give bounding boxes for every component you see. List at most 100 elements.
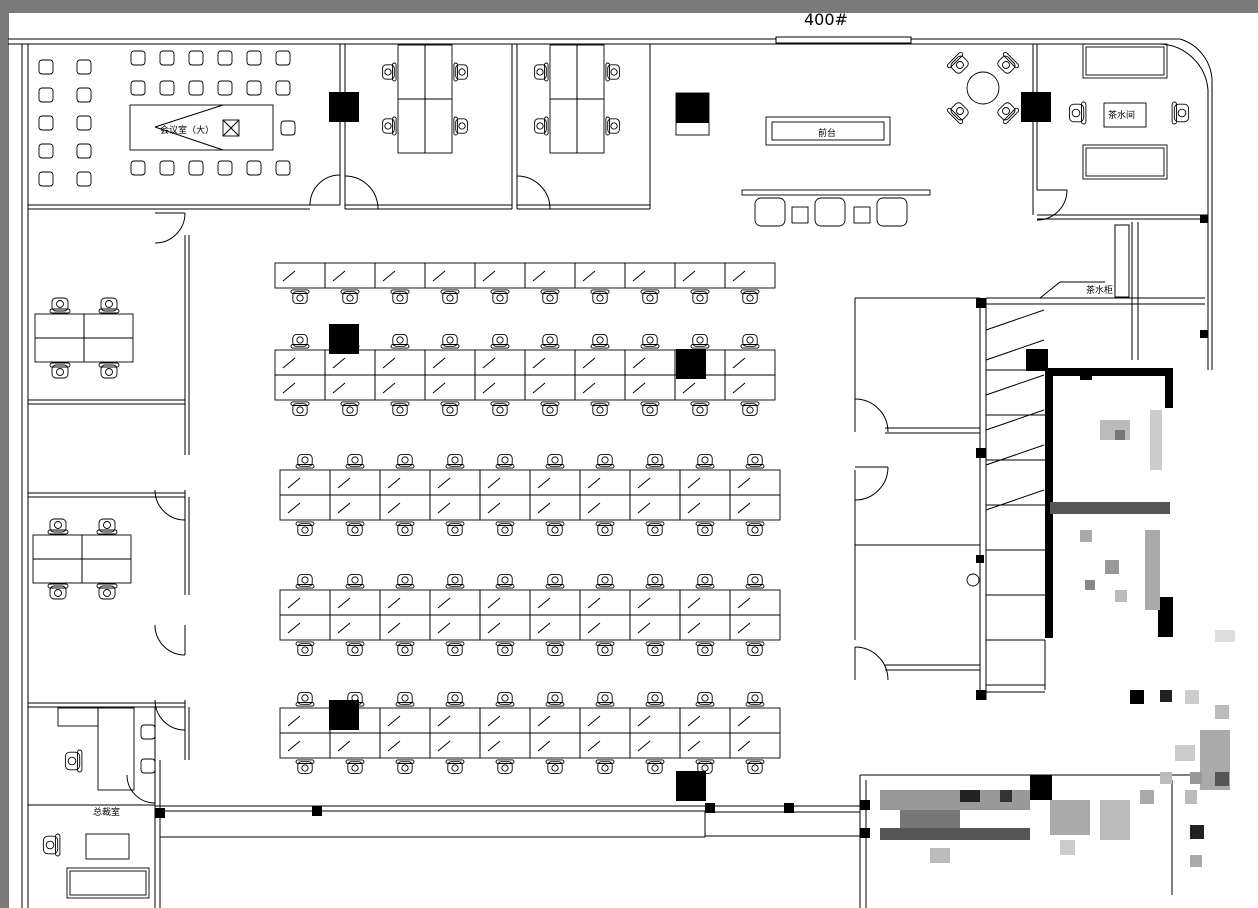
- desk-monitor: [637, 622, 651, 634]
- chair-back: [345, 641, 365, 646]
- chair-hub: [401, 694, 409, 702]
- chair-back: [440, 289, 460, 294]
- chair-seat: [497, 643, 513, 656]
- office-chair-icon: [545, 521, 565, 536]
- desk-monitor: [487, 502, 501, 514]
- chair-icon: [76, 171, 92, 187]
- chair-seat: [297, 643, 313, 656]
- office-chair-icon: [690, 401, 710, 416]
- chair-back: [590, 344, 610, 349]
- chair-icon: [159, 80, 175, 96]
- chair-hub: [446, 406, 454, 414]
- office-chair-icon: [695, 692, 715, 707]
- chair-seat: [442, 291, 458, 304]
- chair-back: [98, 308, 120, 314]
- chair-seat: [547, 454, 563, 467]
- workstation-desk-icon: [529, 732, 581, 759]
- chair-hub: [56, 300, 64, 308]
- chair-seat: [455, 118, 468, 134]
- office-chair-icon: [645, 759, 665, 774]
- workstation-desk-icon: [279, 707, 331, 734]
- chair-back: [345, 464, 365, 469]
- workstation-desk-icon: [679, 494, 731, 521]
- office-chair-icon: [47, 518, 69, 535]
- chair-seat: [342, 291, 358, 304]
- sofa-cushion: [1085, 147, 1165, 177]
- chair-back: [690, 289, 710, 294]
- desk-monitor: [637, 477, 651, 489]
- chair-back: [645, 641, 665, 646]
- desk-monitor: [337, 740, 351, 752]
- chair-icon: [217, 160, 233, 176]
- chair-back: [295, 521, 315, 526]
- chair-seat: [447, 454, 463, 467]
- chair-back: [345, 584, 365, 589]
- office-chair-icon: [745, 454, 765, 469]
- chair-back: [49, 362, 71, 368]
- chair-seat: [950, 102, 969, 121]
- chair-hub: [546, 406, 554, 414]
- chair-icon: [188, 160, 204, 176]
- workstation-row: [279, 454, 781, 536]
- office-chair-icon: [740, 289, 760, 304]
- chair-seat: [397, 454, 413, 467]
- chair-seat: [497, 454, 513, 467]
- desk-monitor: [532, 270, 546, 282]
- office-chair-icon: [545, 759, 565, 774]
- office-chair-icon: [1171, 101, 1190, 125]
- desk-monitor: [332, 270, 346, 282]
- meeting-table-x2: [222, 119, 240, 137]
- chair-seat: [382, 118, 395, 134]
- office-chair-icon: [42, 833, 61, 857]
- workstation-desk-icon: [279, 494, 331, 521]
- chair-hub: [103, 589, 111, 597]
- office-chair-icon: [595, 521, 615, 536]
- chair-seat: [98, 518, 116, 533]
- desk-monitor: [487, 622, 501, 634]
- office-chair-icon: [495, 759, 515, 774]
- chair-seat: [397, 574, 413, 587]
- chair-seat: [997, 102, 1016, 121]
- workstation-desk-icon: [679, 469, 731, 496]
- toilet-partition: [985, 309, 1045, 331]
- workstation-desk-icon: [674, 262, 726, 289]
- desk-monitor: [687, 622, 701, 634]
- desk-monitor: [332, 382, 346, 394]
- door-arc: [854, 398, 889, 433]
- chair-seat: [497, 761, 513, 774]
- door-swing-icon: [344, 175, 379, 210]
- chair-hub: [501, 576, 509, 584]
- chair-hub: [551, 576, 559, 584]
- workstation-desk-icon: [424, 262, 476, 289]
- workstation-desk-icon: [729, 469, 781, 496]
- door-arc: [154, 489, 186, 521]
- chair-back: [595, 584, 615, 589]
- chair-hub: [105, 368, 113, 376]
- chair-back: [545, 464, 565, 469]
- office-chair-icon: [345, 521, 365, 536]
- desk-monitor: [632, 270, 646, 282]
- chair-hub: [601, 646, 609, 654]
- meeting-radial-line: [154, 104, 224, 128]
- desk-monitor: [482, 382, 496, 394]
- chair-seat: [100, 297, 118, 312]
- chair-seat: [442, 403, 458, 416]
- left-frame-bar: [0, 13, 9, 908]
- office-chair-icon: [340, 289, 360, 304]
- chair-seat: [747, 523, 763, 536]
- office-chair-icon: [695, 521, 715, 536]
- chair-back: [590, 401, 610, 406]
- structural-column-icon: [860, 828, 870, 838]
- workstation-desk-icon: [629, 614, 681, 641]
- chair-icon: [38, 59, 54, 75]
- office-chair-icon: [640, 401, 660, 416]
- desk-monitor: [387, 597, 401, 609]
- chair-icon: [76, 87, 92, 103]
- workstation-desk-icon: [629, 469, 681, 496]
- office-chair-icon: [395, 641, 415, 656]
- workstation-desk-icon: [529, 469, 581, 496]
- office-chair-icon: [595, 454, 615, 469]
- desk-monitor: [337, 622, 351, 634]
- chair-back: [340, 401, 360, 406]
